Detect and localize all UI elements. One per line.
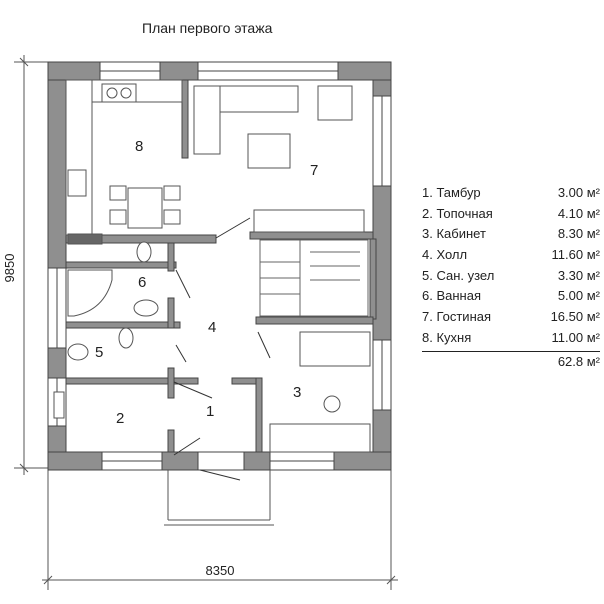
legend-row: 2. Топочная 4.10 м² — [422, 204, 600, 225]
bathroom-fixtures — [53, 241, 159, 419]
dimension-height-label: 9850 — [2, 254, 17, 283]
legend-row: 8. Кухня 11.00 м² — [422, 328, 600, 349]
legend-room-area: 11.00 м² — [551, 329, 600, 345]
legend-total-area: 62.8 м² — [422, 350, 600, 372]
dimension-lines — [14, 55, 398, 590]
legend-room-name: 6. Ванная — [422, 288, 481, 304]
staircase — [259, 239, 369, 317]
legend-room-name: 7. Гостиная — [422, 309, 492, 325]
legend-row: 5. Сан. узел 3.30 м² — [422, 266, 600, 287]
kitchen-fixtures — [65, 79, 183, 245]
legend-room-name: 4. Холл — [422, 247, 468, 263]
legend-row: 6. Ванная 5.00 м² — [422, 286, 600, 307]
legend-room-area: 16.50 м² — [550, 309, 600, 325]
legend-room-area: 5.00 м² — [557, 288, 600, 304]
legend-room-area: 3.30 м² — [557, 267, 600, 283]
legend-room-area: 4.10 м² — [557, 205, 600, 221]
room-number-5: 5 — [95, 344, 103, 361]
legend-row: 7. Гостиная 16.50 м² — [422, 307, 600, 328]
legend-row: 4. Холл 11.60 м² — [422, 245, 600, 266]
legend-room-area: 3.00 м² — [557, 185, 600, 200]
office-furniture — [269, 331, 371, 453]
room-number-8: 8 — [135, 138, 143, 155]
legend-row: 1. Тамбур 3.00 м² — [422, 183, 600, 204]
legend-room-name: 2. Топочная — [422, 205, 493, 221]
legend-room-name: 8. Кухня — [422, 329, 472, 345]
legend-room-area: 8.30 м² — [557, 226, 600, 242]
legend-row: 3. Кабинет 8.30 м² — [422, 224, 600, 245]
legend-room-name: 5. Сан. узел — [422, 267, 495, 283]
dimension-width-label: 8350 — [206, 563, 235, 578]
legend-room-name: 3. Кабинет — [422, 226, 486, 242]
room-number-2: 2 — [116, 410, 124, 427]
room-number-6: 6 — [138, 274, 146, 291]
plan-title: План первого этажа — [142, 20, 273, 36]
room-number-7: 7 — [310, 162, 318, 179]
doors — [173, 217, 271, 481]
room-number-4: 4 — [208, 319, 216, 336]
room-number-1: 1 — [206, 403, 214, 420]
living-room-furniture — [193, 85, 365, 233]
legend-room-name: 1. Тамбур — [422, 185, 481, 200]
room-area-legend: 1. Тамбур 3.00 м² 2. Топочная 4.10 м² 3.… — [422, 183, 600, 372]
room-number-3: 3 — [293, 384, 301, 401]
legend-room-area: 11.60 м² — [551, 247, 600, 263]
entrance-porch — [164, 470, 274, 526]
interior-walls — [65, 79, 377, 453]
